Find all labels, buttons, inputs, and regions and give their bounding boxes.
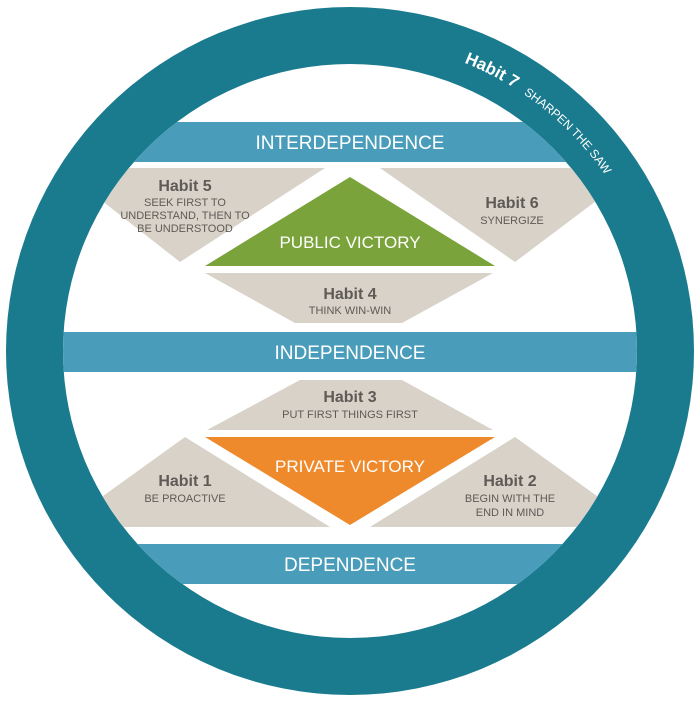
private-victory-triangle [205,437,495,525]
public-victory-label: PUBLIC VICTORY [279,233,420,252]
habit3-shape [207,380,493,430]
habit6-shape [380,168,637,262]
habit6-desc-1: SYNERGIZE [480,215,544,227]
habit2-title: Habit 2 [483,473,536,490]
habit5-title: Habit 5 [158,178,211,195]
habit5-desc-2: UNDERSTAND, THEN TO [120,210,250,222]
habit4-shape [205,273,493,323]
habit4-title: Habit 4 [323,286,376,303]
habit1-title: Habit 1 [158,473,211,490]
habit5-shape [63,168,325,262]
interdependence-label: INTERDEPENDENCE [256,133,445,154]
habit3-desc-1: PUT FIRST THINGS FIRST [282,409,418,421]
habit3-title: Habit 3 [323,389,376,406]
habit5-desc-1: SEEK FIRST TO [144,197,226,209]
habit1-shape [63,437,330,527]
public-victory-triangle [205,177,495,266]
habit2-shape [370,437,637,527]
habit4-desc-1: THINK WIN-WIN [309,305,392,317]
independence-label: INDEPENDENCE [275,343,426,364]
habit6-title: Habit 6 [485,195,538,212]
habit2-desc-1: BEGIN WITH THE [465,493,555,505]
private-victory-label: PRIVATE VICTORY [275,457,425,476]
dependence-label: DEPENDENCE [284,555,416,576]
habit1-desc-1: BE PROACTIVE [144,493,225,505]
independence-band [63,332,637,372]
habit5-desc-3: BE UNDERSTOOD [137,223,233,235]
habit2-desc-2: END IN MIND [476,507,545,519]
